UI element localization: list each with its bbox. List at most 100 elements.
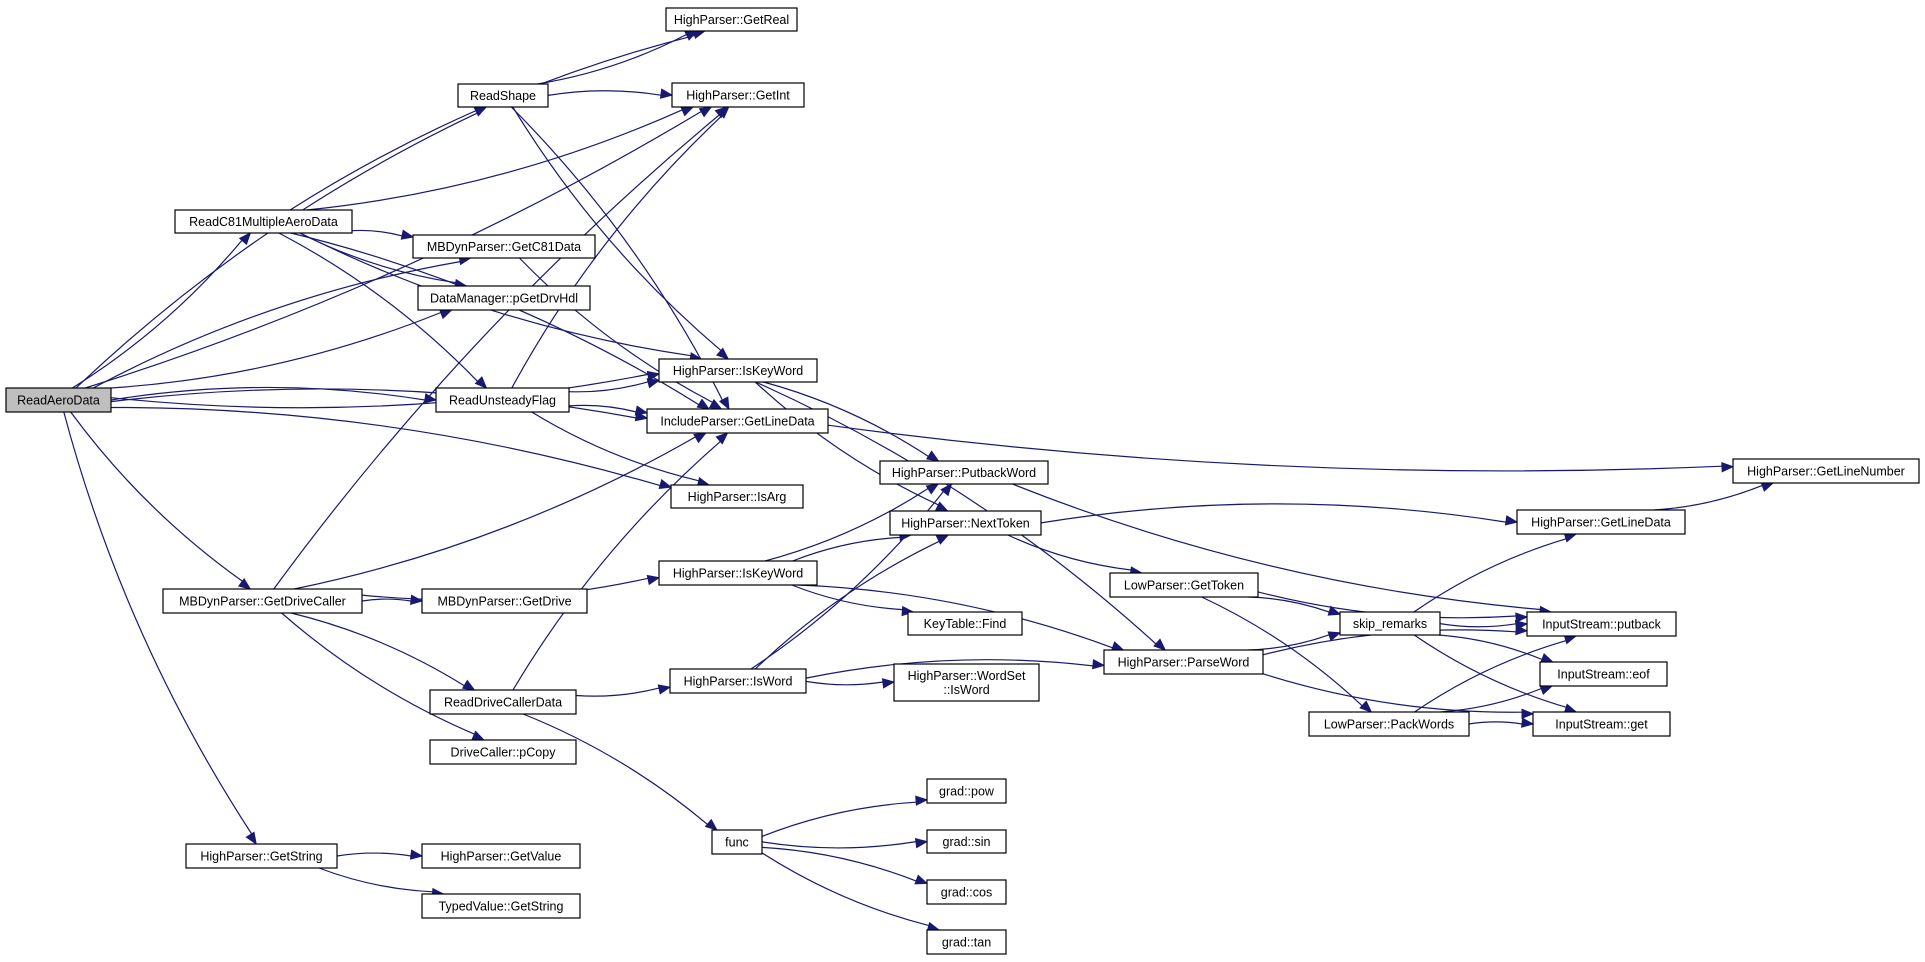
node-getlinedata_hp[interactable]: HighParser::GetLineData	[1516, 509, 1686, 535]
node-func[interactable]: func	[711, 829, 763, 855]
node-label: grad::tan	[942, 936, 991, 950]
call-edge-readaerodata-to-getint	[85, 106, 713, 389]
node-gradsin[interactable]: grad::sin	[926, 829, 1007, 854]
node-readunsteady[interactable]: ReadUnsteadyFlag	[435, 387, 570, 413]
node-label: HighParser::IsKeyWord	[673, 567, 803, 581]
node-readc81[interactable]: ReadC81MultipleAeroData	[174, 209, 353, 234]
node-label: InputStream::get	[1555, 718, 1648, 732]
arrow-head-icon	[716, 347, 730, 360]
node-getreal[interactable]: HighParser::GetReal	[665, 7, 798, 32]
node-getc81data[interactable]: MBDynParser::GetC81Data	[412, 234, 596, 259]
node-label: MBDynParser::GetC81Data	[427, 240, 581, 254]
edge-line	[761, 841, 917, 849]
node-gradtan[interactable]: grad::tan	[926, 929, 1007, 955]
node-label: HighParser::GetInt	[686, 89, 790, 103]
arrow-head-icon	[1521, 708, 1535, 720]
node-getlinedata_inc[interactable]: IncludeParser::GetLineData	[646, 408, 829, 434]
node-getstring_tv[interactable]: TypedValue::GetString	[421, 893, 581, 919]
edge-line	[531, 411, 700, 482]
node-getdrive[interactable]: MBDynParser::GetDrive	[421, 588, 588, 614]
node-isarg[interactable]: HighParser::IsArg	[670, 484, 804, 509]
node-box	[457, 83, 549, 108]
node-label: ::IsWord	[943, 683, 989, 697]
node-getvalue[interactable]: HighParser::GetValue	[421, 843, 581, 869]
edge-line	[1440, 687, 1542, 713]
edge-line	[1413, 634, 1567, 708]
call-edge-func-to-gradcos	[761, 846, 929, 885]
node-getstring_hp[interactable]: HighParser::GetString	[185, 843, 338, 869]
node-pgetdrvhdl[interactable]: DataManager::pGetDrvHdl	[417, 285, 591, 311]
arrow-head-icon	[1327, 605, 1342, 616]
node-label: HighParser::GetReal	[674, 13, 789, 27]
edge-line	[761, 846, 917, 882]
arrow-head-icon	[718, 396, 730, 411]
node-label: LowParser::GetToken	[1124, 579, 1244, 593]
node-putback_is[interactable]: InputStream::putback	[1526, 611, 1677, 637]
arrow-head-icon	[461, 679, 476, 691]
call-edge-getlinedata_inc-to-getlinenumber	[827, 424, 1735, 473]
node-readdrivecallerdata[interactable]: ReadDriveCallerData	[429, 689, 577, 715]
call-edge-getstring_hp-to-getvalue	[336, 849, 424, 860]
call-edge-getdrivecaller-to-getlinedata_inc	[294, 432, 707, 590]
edge-line	[761, 801, 917, 837]
edge-line	[798, 584, 1113, 649]
arrow-head-icon	[934, 501, 949, 512]
edge-line	[1413, 538, 1567, 613]
edge-line	[1007, 534, 1132, 571]
edge-line	[754, 381, 939, 506]
arrow-head-icon	[1327, 631, 1342, 642]
node-box	[1526, 611, 1677, 637]
node-iskeyword1[interactable]: HighParser::IsKeyWord	[658, 358, 818, 383]
edge-line	[1012, 483, 1541, 611]
node-gradpow[interactable]: grad::pow	[926, 778, 1007, 804]
node-gradcos[interactable]: grad::cos	[926, 879, 1007, 905]
node-label: ReadDriveCallerData	[444, 696, 562, 710]
node-box	[711, 829, 763, 855]
node-getint[interactable]: HighParser::GetInt	[671, 82, 805, 108]
node-label: DataManager::pGetDrvHdl	[430, 292, 578, 306]
arrow-head-icon	[693, 432, 707, 444]
call-edge-getstring_hp-to-getstring_tv	[318, 867, 445, 899]
call-edge-readaerodata-to-iskeyword1	[110, 370, 661, 409]
edge-line	[511, 115, 723, 389]
arrow-head-icon	[410, 594, 424, 605]
node-iskeyword2[interactable]: HighParser::IsKeyWord	[658, 560, 818, 586]
node-readaerodata[interactable]: ReadAeroData	[5, 387, 112, 413]
node-putbackword_hp[interactable]: HighParser::PutbackWord	[879, 460, 1049, 485]
node-packwords[interactable]: LowParser::PackWords	[1308, 711, 1470, 737]
node-eof[interactable]: InputStream::eof	[1539, 661, 1668, 687]
arrow-head-icon	[634, 405, 649, 416]
edge-line	[754, 540, 940, 670]
node-label: DriveCaller::pCopy	[451, 746, 557, 760]
arrow-head-icon	[715, 432, 729, 445]
node-isword[interactable]: HighParser::IsWord	[669, 668, 807, 694]
arrow-head-icon	[1359, 700, 1373, 713]
arrow-head-icon	[409, 849, 424, 860]
node-get[interactable]: InputStream::get	[1532, 711, 1671, 737]
node-gettoken[interactable]: LowParser::GetToken	[1109, 572, 1259, 598]
arrow-head-icon	[659, 88, 674, 99]
edge-line	[70, 411, 243, 582]
edge-line	[1438, 634, 1543, 661]
arrow-head-icon	[471, 730, 486, 741]
node-box	[658, 358, 818, 383]
node-box	[429, 739, 577, 765]
arrow-head-icon	[704, 818, 718, 831]
node-nexttoken[interactable]: HighParser::NextToken	[889, 510, 1042, 536]
node-keytablefind[interactable]: KeyTable::Find	[907, 611, 1023, 636]
edge-line	[289, 34, 695, 211]
node-parseword[interactable]: HighParser::ParseWord	[1103, 649, 1264, 675]
arrow-head-icon	[696, 398, 711, 410]
node-skipremarks[interactable]: skip_remarks	[1339, 611, 1441, 636]
call-edge-func-to-gradsin	[761, 838, 929, 849]
node-wordsetisword[interactable]: HighParser::WordSet::IsWord	[893, 663, 1040, 702]
node-pcopy[interactable]: DriveCaller::pCopy	[429, 739, 577, 765]
node-getdrivecaller[interactable]: MBDynParser::GetDriveCaller	[162, 588, 363, 614]
node-readshape[interactable]: ReadShape	[457, 83, 549, 108]
call-edge-readshape-to-getlinedata_inc	[510, 106, 730, 411]
arrow-head-icon	[423, 393, 438, 404]
call-edge-isword-to-nexttoken	[754, 534, 950, 670]
call-edge-readaerodata-to-readc81	[71, 231, 252, 389]
node-getlinenumber[interactable]: HighParser::GetLineNumber	[1732, 458, 1920, 484]
arrow-head-icon	[238, 231, 252, 246]
